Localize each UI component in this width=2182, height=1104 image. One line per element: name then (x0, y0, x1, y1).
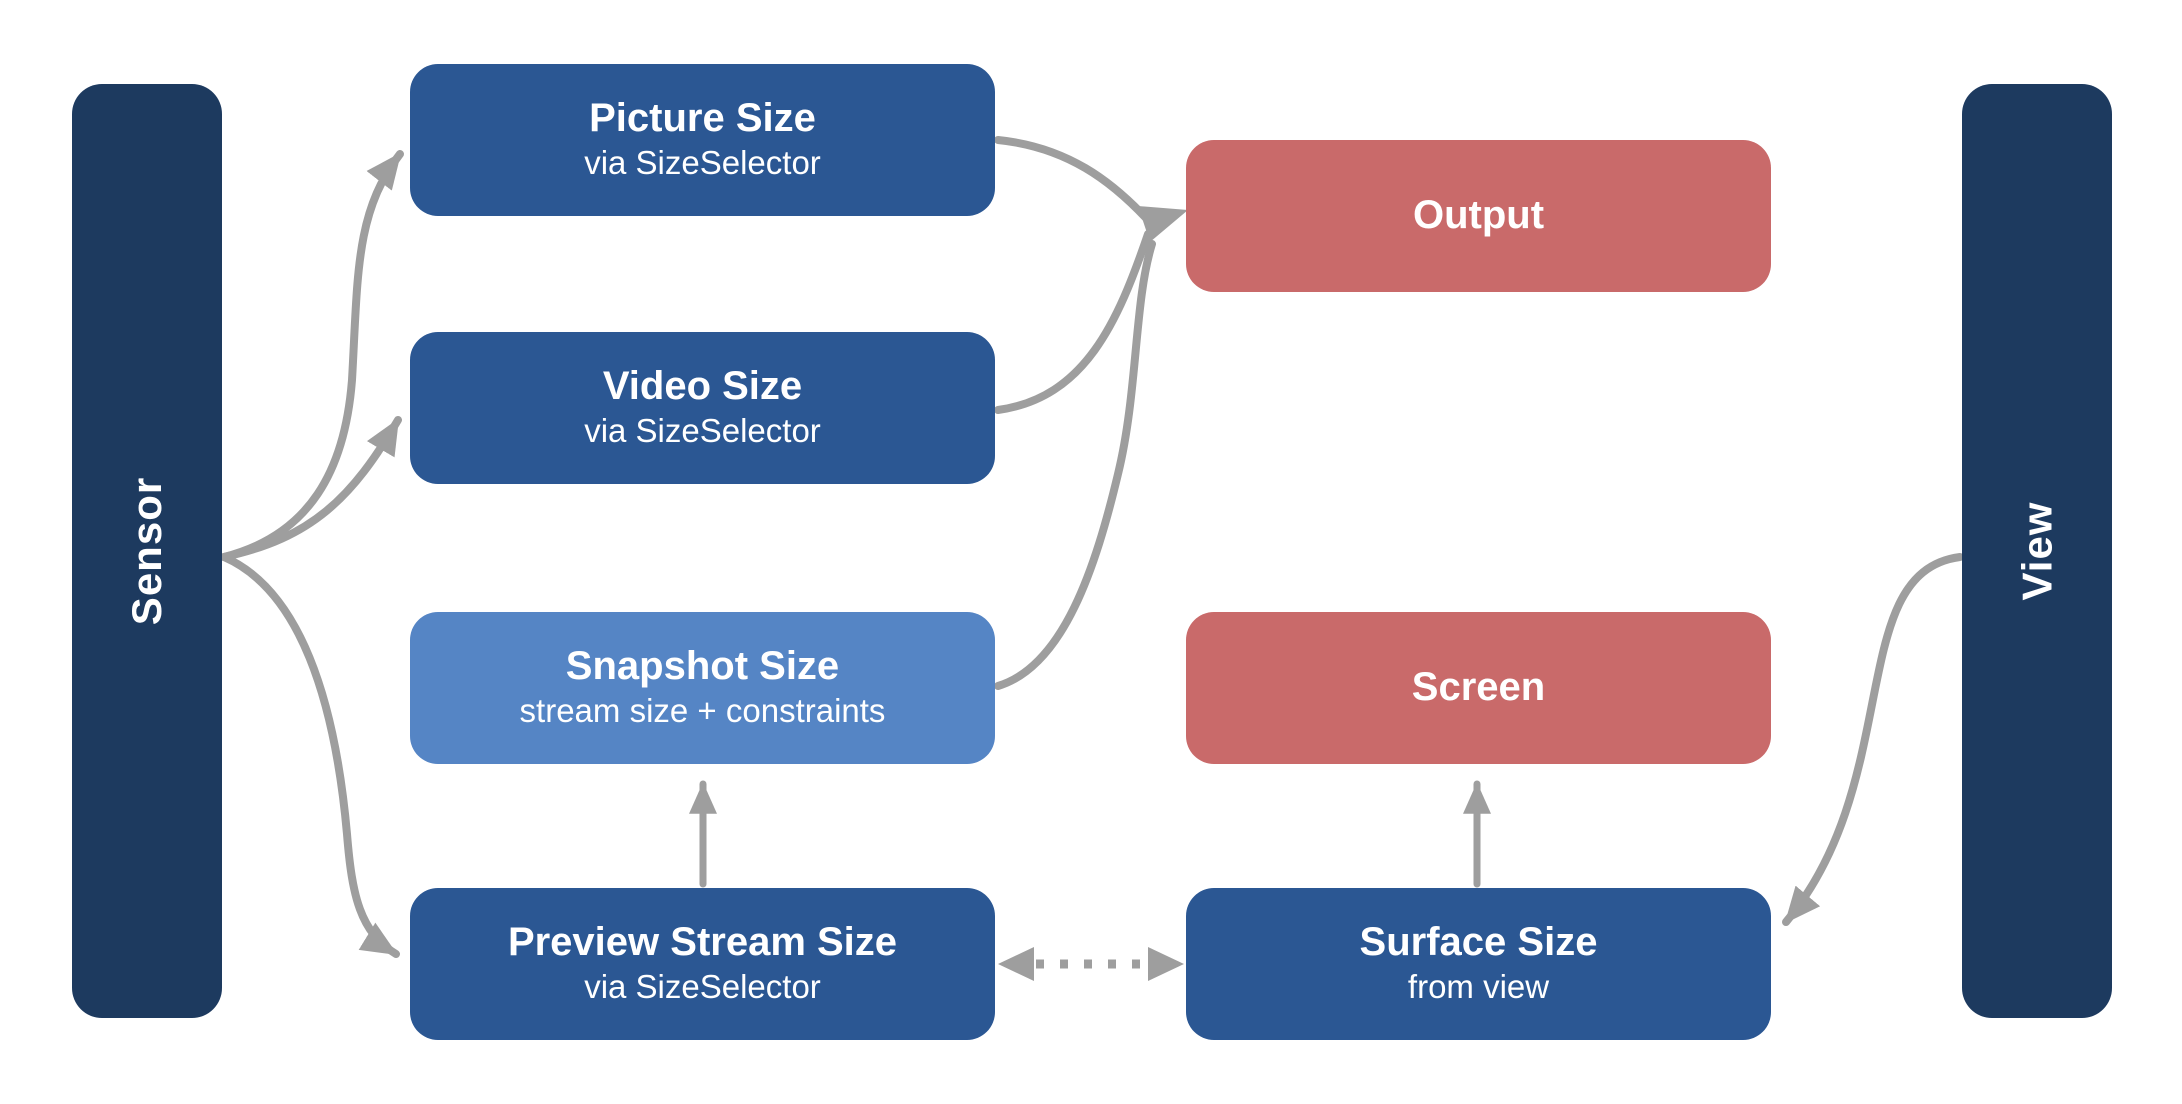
surface-size-title: Surface Size (1359, 919, 1598, 964)
arrow-video-to-output (994, 230, 1152, 414)
picture-size-title: Picture Size (589, 95, 816, 140)
surface-size-subtitle: from view (1407, 968, 1550, 1006)
picture-size-node: Picture Size via SizeSelector (410, 64, 995, 216)
arrowhead-dotted-left (998, 947, 1034, 981)
output-node: Output (1186, 140, 1771, 292)
view-rail: View (1962, 84, 2112, 1018)
output-title: Output (1412, 193, 1545, 238)
surface-size-node: Surface Size from view (1186, 888, 1771, 1040)
snapshot-size-node: Snapshot Size stream size + constraints (410, 612, 995, 764)
video-size-title: Video Size (602, 363, 803, 408)
preview-stream-size-node: Preview Stream Size via SizeSelector (410, 888, 995, 1040)
arrow-snapshot-to-output (994, 240, 1156, 690)
arrow-sensor-to-picture (220, 150, 404, 561)
arrowhead-output (1138, 206, 1188, 242)
arrow-sensor-to-video (220, 416, 402, 561)
video-size-subtitle: via SizeSelector (584, 412, 821, 450)
snapshot-size-title: Snapshot Size (565, 643, 840, 688)
screen-title: Screen (1411, 665, 1546, 710)
arrow-view-to-surface (1782, 553, 1964, 926)
screen-node: Screen (1186, 612, 1771, 764)
sensor-rail: Sensor (72, 84, 222, 1018)
arrow-picture-to-output (994, 136, 1150, 222)
snapshot-size-subtitle: stream size + constraints (519, 692, 886, 730)
video-size-node: Video Size via SizeSelector (410, 332, 995, 484)
view-rail-label: View (2012, 501, 2060, 601)
preview-stream-size-subtitle: via SizeSelector (584, 968, 821, 1006)
preview-stream-size-title: Preview Stream Size (507, 919, 898, 964)
picture-size-subtitle: via SizeSelector (584, 144, 821, 182)
sensor-rail-label: Sensor (122, 476, 170, 626)
arrow-sensor-to-preview (220, 553, 400, 958)
arrowhead-dotted-right (1148, 947, 1184, 981)
